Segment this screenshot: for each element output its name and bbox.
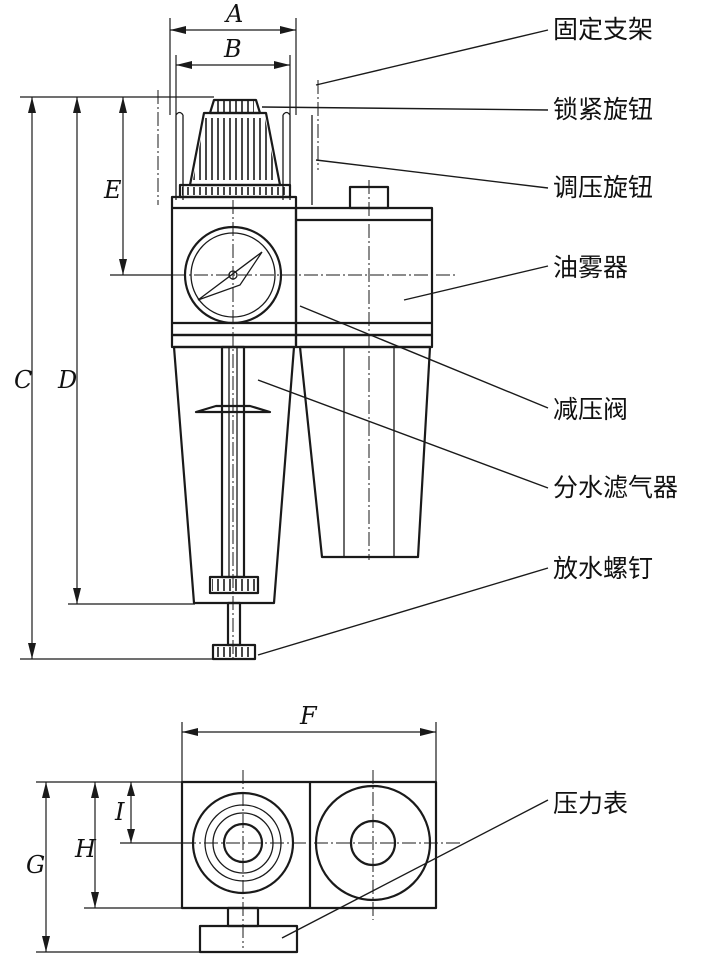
dimension-e: E (103, 97, 172, 276)
label-e: E (103, 176, 122, 204)
callout-drain-screw: 放水螺钉 (553, 554, 653, 583)
label-f: F (299, 702, 318, 730)
dimension-g: G (26, 781, 200, 953)
label-g: G (26, 851, 45, 879)
label-a: A (224, 0, 243, 28)
label-d: D (57, 366, 77, 394)
callout-pressure-gauge: 压力表 (553, 789, 628, 818)
callout-water-filter: 分水滤气器 (553, 473, 678, 502)
dimension-a: A (169, 0, 297, 115)
label-h: H (74, 835, 97, 863)
lubricator-bowl (294, 333, 434, 559)
dimension-f: F (181, 702, 437, 782)
lock-knob (208, 98, 262, 115)
callout-pressure-reducing-valve: 减压阀 (553, 395, 628, 424)
pressure-reducing-valve-body (170, 195, 298, 337)
drain-screw (211, 601, 257, 661)
label-i: I (114, 798, 125, 826)
dimension-d: D (57, 97, 195, 605)
callout-lock-knob: 锁紧旋钮 (553, 95, 653, 124)
dimension-c: C (14, 96, 214, 660)
callout-fixed-bracket: 固定支架 (553, 15, 653, 44)
dimension-b: B (175, 35, 291, 115)
front-view: A B C D (14, 0, 549, 661)
callout-lubricator: 油雾器 (553, 253, 628, 282)
pressure-gauge (198, 906, 299, 954)
top-view: F G H I (26, 702, 549, 954)
water-filter-bowl (170, 333, 298, 605)
dimension-i: I (114, 782, 192, 844)
label-b: B (223, 35, 242, 63)
pressure-knob (178, 111, 292, 199)
callout-pressure-knob: 调压旋钮 (553, 173, 653, 202)
label-c: C (14, 366, 32, 394)
dimension-h: H (74, 782, 182, 909)
